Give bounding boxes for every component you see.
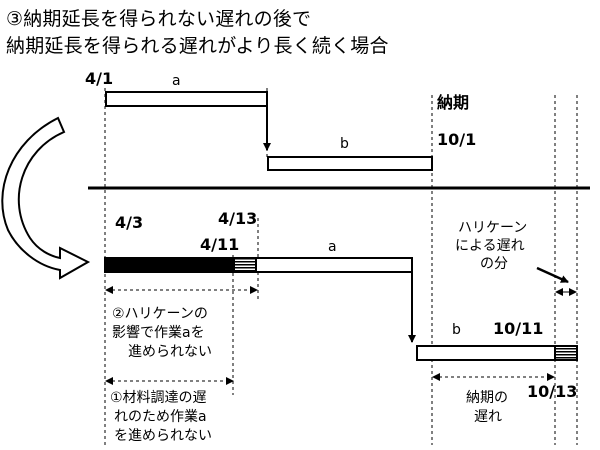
top-task-a-label: a — [172, 73, 181, 89]
bottom-date-4-11: 4/11 — [200, 235, 239, 254]
transition-arrow-icon — [1, 116, 91, 280]
hurricane-note-pointer — [536, 266, 569, 284]
hurricane-delay-bar — [233, 257, 257, 273]
delay-label-line-1: 納期の — [466, 390, 508, 406]
hurricane-extension-bar — [554, 345, 578, 361]
note1-line-1: ①材料調達の遅 — [110, 390, 207, 406]
bottom-date-10-13: 10/13 — [527, 382, 577, 401]
title-line-2: 納期延長を得られる遅れがより長く続く場合 — [6, 35, 389, 57]
delay-label-line-2: 遅れ — [474, 409, 502, 425]
hurricane-note-line-2: による遅れ — [455, 238, 525, 254]
top-deadline-label: 納期 — [437, 93, 469, 112]
top-start-date: 4/1 — [85, 69, 113, 88]
top-task-b-label: b — [340, 136, 349, 152]
note2-line-1: ②ハリケーンの — [112, 306, 208, 322]
top-task-a-bar — [105, 91, 268, 107]
bottom-task-b-label: b — [452, 322, 461, 338]
note2-line-2: 影響で作業aを — [112, 324, 205, 341]
material-delay-bar — [104, 257, 235, 273]
top-deadline-date: 10/1 — [437, 130, 476, 149]
note1-line-2: れのため作業a — [114, 409, 207, 425]
bottom-date-4-3: 4/3 — [115, 213, 143, 232]
note1-line-3: を進められない — [114, 428, 212, 444]
top-task-b-bar — [267, 156, 433, 171]
hurricane-note-line-3: の分 — [480, 256, 508, 272]
bottom-task-b-bar — [416, 345, 556, 361]
bottom-task-a-label: a — [328, 239, 337, 255]
title-line-1: ③納期延長を得られない遅れの後で — [6, 8, 312, 30]
hurricane-note-line-1: ハリケーン — [458, 220, 527, 236]
bottom-task-a-bar — [255, 257, 413, 273]
bottom-date-10-11: 10/11 — [493, 319, 543, 338]
note2-line-3: 進められない — [128, 344, 212, 360]
bottom-date-4-13: 4/13 — [218, 209, 257, 228]
